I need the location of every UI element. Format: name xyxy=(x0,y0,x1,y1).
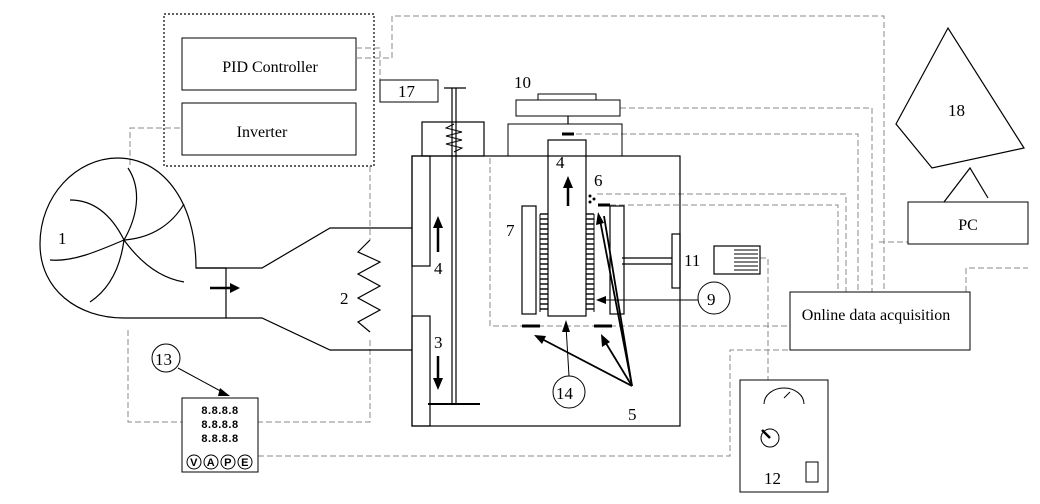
camera-to-panel-line xyxy=(760,257,769,380)
daq-to-pc-line xyxy=(965,267,1028,292)
label-14: 14 xyxy=(556,384,574,403)
label-12: 12 xyxy=(764,469,781,488)
monitor-stand xyxy=(943,166,989,203)
meter-button-p-label: P xyxy=(224,457,232,469)
label-4-channel: 4 xyxy=(434,259,443,278)
sensor6-signal-line xyxy=(597,193,847,292)
label-10: 10 xyxy=(514,73,531,92)
pid-controller-box xyxy=(181,37,357,91)
meter-button-p xyxy=(220,454,236,470)
panel-knob-pointer xyxy=(761,429,771,439)
control-panel-12 xyxy=(739,379,829,493)
heater-coil xyxy=(356,239,382,333)
callout-9-circle xyxy=(697,281,731,315)
power-meter xyxy=(181,397,259,473)
panel-gauge-arc xyxy=(763,387,805,405)
pid-to-17-line xyxy=(356,47,381,80)
pid-to-daq-line xyxy=(356,15,885,292)
data-acquisition-label: Online data acquisition xyxy=(802,307,950,324)
sample-stack-right xyxy=(585,213,595,312)
duct-upper-wall xyxy=(196,227,412,269)
inverter-label: Inverter xyxy=(237,124,288,141)
heater-to-meter-line xyxy=(258,340,371,423)
return-channel-4 xyxy=(411,155,431,267)
pc-box xyxy=(907,201,1029,245)
inverter-box xyxy=(181,102,357,156)
camera-ribs xyxy=(734,249,758,271)
control-cabinet xyxy=(163,13,375,167)
down-arrow-3-head xyxy=(433,378,443,390)
balance-base xyxy=(507,123,623,157)
sample-stack-left xyxy=(539,213,549,312)
component-17-box xyxy=(379,79,439,103)
damper-spring xyxy=(444,123,464,153)
panel-knob xyxy=(760,428,780,448)
meter-button-e-label: E xyxy=(241,457,249,469)
inverter-fan-signal-line xyxy=(129,127,182,165)
side-plate-right xyxy=(609,205,625,315)
label-3: 3 xyxy=(434,333,443,352)
fan-to-meter-line xyxy=(127,330,182,423)
label-9: 9 xyxy=(707,290,716,309)
panel-switch xyxy=(805,461,819,483)
side-plate-left xyxy=(521,205,537,315)
label-4-holder: 4 xyxy=(556,153,565,172)
meter-row-3: 8.8.8.8 xyxy=(201,433,238,445)
balance-platform xyxy=(515,99,621,117)
label-1: 1 xyxy=(58,229,67,248)
label-13: 13 xyxy=(155,350,172,369)
sensor-6-dots xyxy=(588,194,596,204)
meter-button-a-label: A xyxy=(207,457,215,469)
camera-mount xyxy=(671,233,681,289)
camera-body xyxy=(713,245,761,275)
label-11: 11 xyxy=(684,251,700,270)
meter-button-e xyxy=(237,454,253,470)
label-17: 17 xyxy=(398,82,416,101)
panel-gauge-needle xyxy=(783,391,791,399)
sensor6b-signal-line xyxy=(610,204,839,292)
sample-holder xyxy=(547,139,587,317)
up-arrow-holder-head xyxy=(563,176,573,188)
meter-row-2: 8.8.8.8 xyxy=(201,419,238,431)
balance-pan xyxy=(537,93,597,101)
label-7: 7 xyxy=(506,221,515,240)
monitor-screen xyxy=(895,26,1025,169)
pc-label: PC xyxy=(958,217,978,234)
pid-controller-label: PID Controller xyxy=(222,59,318,76)
meter-to-daq-line xyxy=(258,349,790,457)
balance-signal-line xyxy=(620,107,873,292)
meter-button-v-label: V xyxy=(190,457,198,469)
up-arrow-4-head xyxy=(433,216,443,228)
meter-row-1: 8.8.8.8 xyxy=(201,405,238,417)
chamber-to-daq-line xyxy=(489,158,790,327)
duct-lower-wall xyxy=(226,317,412,351)
holder-signal-line xyxy=(576,133,859,292)
callout-13-circle xyxy=(151,343,181,373)
label-6: 6 xyxy=(594,171,603,190)
meter-button-a xyxy=(203,454,219,470)
centrifugal-fan xyxy=(39,157,240,319)
damper-housing xyxy=(421,121,485,157)
supply-channel-3 xyxy=(411,315,431,427)
data-acquisition-box xyxy=(789,291,971,351)
meter-buttons: V A P E xyxy=(186,454,253,470)
pc-link-line xyxy=(878,220,909,243)
label-5: 5 xyxy=(628,405,637,424)
label-18: 18 xyxy=(948,101,965,120)
label-2: 2 xyxy=(340,289,349,308)
callout-arrows xyxy=(177,212,698,396)
meter-button-v xyxy=(186,454,202,470)
